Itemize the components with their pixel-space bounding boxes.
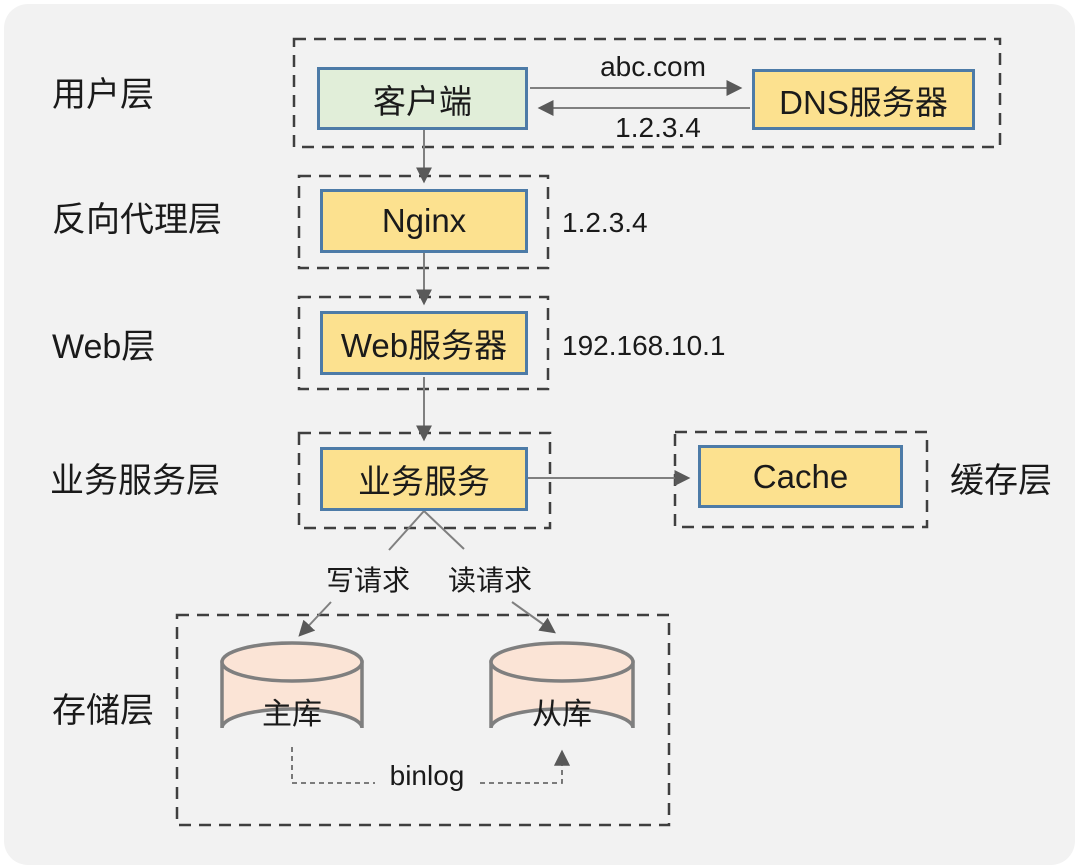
edge-label-dns-query: abc.com bbox=[600, 51, 706, 82]
node-web-server-label: Web服务器 bbox=[340, 327, 508, 364]
node-client: 客户端 bbox=[317, 67, 528, 130]
edge-service-read-upper bbox=[423, 510, 465, 550]
user-layer-group-box bbox=[292, 37, 1002, 149]
master-db-cylinder bbox=[220, 641, 364, 729]
edge-label-read: 读请求 bbox=[447, 565, 532, 596]
annotation-web-ip: 192.168.10.1 bbox=[562, 330, 726, 361]
layer-label-reverse-proxy: 反向代理层 bbox=[52, 201, 222, 239]
edge-label-dns-response: 1.2.3.4 bbox=[615, 112, 701, 143]
node-web-server: Web服务器 bbox=[320, 311, 528, 375]
node-cache-label: Cache bbox=[752, 457, 849, 495]
node-nginx: Nginx bbox=[320, 189, 528, 253]
node-service-label: 业务服务 bbox=[358, 463, 490, 500]
storage-layer-group-box bbox=[175, 613, 671, 827]
diagram-background bbox=[4, 4, 1075, 865]
node-service: 业务服务 bbox=[320, 447, 528, 511]
edge-write-to-master bbox=[298, 601, 332, 637]
edge-label-binlog: binlog bbox=[389, 760, 465, 791]
edge-binlog-left bbox=[291, 747, 375, 784]
node-nginx-label: Nginx bbox=[381, 202, 467, 239]
edge-read-to-slave bbox=[511, 601, 556, 634]
edge-service-write-upper bbox=[388, 510, 425, 551]
edge-binlog-right bbox=[480, 749, 571, 784]
node-client-label: 客户端 bbox=[373, 82, 472, 120]
annotation-nginx-ip: 1.2.3.4 bbox=[562, 207, 648, 238]
layer-label-user: 用户层 bbox=[52, 76, 154, 114]
layer-label-web: Web层 bbox=[52, 328, 156, 366]
layer-label-cache: 缓存层 bbox=[950, 462, 1052, 500]
node-master-db-label: 主库 bbox=[262, 698, 322, 731]
node-dns-label: DNS服务器 bbox=[779, 83, 948, 121]
node-dns: DNS服务器 bbox=[752, 69, 975, 130]
layer-label-storage: 存储层 bbox=[52, 692, 154, 730]
node-slave-db-label: 从库 bbox=[532, 698, 592, 731]
node-cache: Cache bbox=[698, 445, 903, 508]
layer-label-service: 业务服务层 bbox=[50, 462, 220, 500]
slave-db-cylinder bbox=[489, 641, 635, 729]
edge-label-write: 写请求 bbox=[325, 565, 410, 596]
